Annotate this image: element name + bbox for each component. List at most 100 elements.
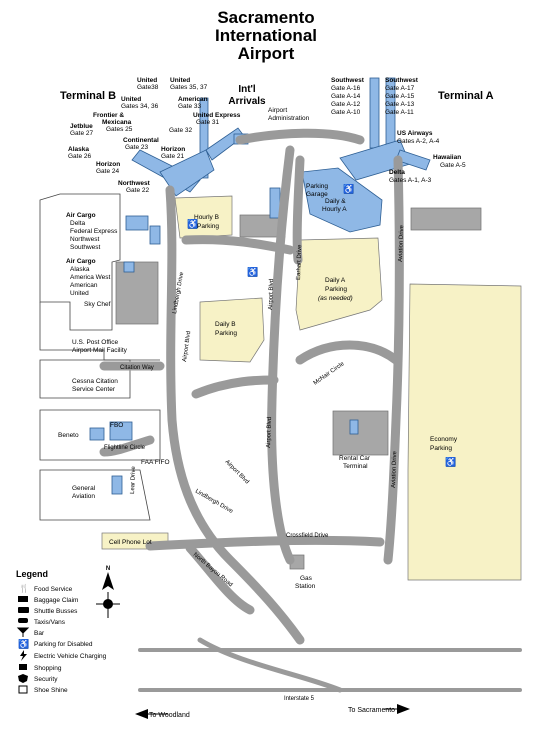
gate-label: Gate 33 xyxy=(178,103,202,110)
gate-label: Gates 25 xyxy=(106,126,133,133)
beneto-outline xyxy=(39,409,161,461)
air-cargo-building-3[interactable] xyxy=(123,261,135,273)
hourly-b-label-1: Hourly B xyxy=(194,214,219,221)
beneto-building[interactable] xyxy=(109,421,133,441)
legend-label: Food Service xyxy=(34,586,73,593)
cargo-airline: America West xyxy=(70,274,111,281)
aviation-drive-road[interactable] xyxy=(383,155,404,565)
rental-car-terminal[interactable] xyxy=(332,410,389,456)
road-label: Aviation Drive xyxy=(398,224,405,262)
earhart-drive-road[interactable] xyxy=(292,155,305,265)
daily-a-parking-lot[interactable] xyxy=(295,237,383,331)
road-network xyxy=(99,128,522,693)
airline-label: United xyxy=(170,77,190,84)
north-bayou-road[interactable] xyxy=(185,543,255,615)
road-label: Lear Drive xyxy=(130,466,137,495)
gate-label: Gate 24 xyxy=(96,168,120,175)
air-cargo-label: Air Cargo xyxy=(66,212,96,219)
admin-label-2: Administration xyxy=(268,115,310,122)
gate-label: Gates 34, 36 xyxy=(121,103,159,110)
airline-label: United xyxy=(121,96,141,103)
legend-title: Legend xyxy=(16,569,48,579)
fbo-building[interactable] xyxy=(89,427,105,441)
compass-north-label: N xyxy=(106,566,110,572)
legend-label: Security xyxy=(34,676,58,683)
gate-label: Gate A-11 xyxy=(385,109,414,116)
road-label: Earhart Drive xyxy=(296,244,303,280)
food-icon: 🍴 xyxy=(19,583,29,593)
legend-label: Shoe Shine xyxy=(34,687,68,694)
parking-garage[interactable] xyxy=(301,167,383,233)
legend-item: Security xyxy=(18,674,58,683)
cessna-label: Service Center xyxy=(72,386,116,393)
legend-label: Shopping xyxy=(34,665,62,672)
disabled-parking-icon: ♿ xyxy=(247,266,258,277)
title-line-3: Airport xyxy=(238,44,295,63)
disabled-parking-icon: ♿ xyxy=(343,183,354,194)
crossfield-drive-road[interactable] xyxy=(145,535,385,551)
gate-label: Gates 35, 37 xyxy=(170,84,208,91)
flightline-circle-road[interactable] xyxy=(99,435,155,457)
economy-parking-lot[interactable] xyxy=(407,283,522,581)
cargo-airline: United xyxy=(70,290,89,297)
post-office-label: U.S. Post Office xyxy=(72,339,119,346)
cargo-airline: Alaska xyxy=(70,266,90,273)
hourly-b-parking-lot[interactable] xyxy=(174,195,233,239)
airline-label: Horizon xyxy=(96,161,120,168)
airline-label: Horizon xyxy=(161,146,185,153)
daily-b-parking-lot[interactable] xyxy=(199,297,265,363)
north-arrow-icon xyxy=(102,572,114,590)
terminal-loop-road[interactable] xyxy=(235,128,365,145)
gate-label: Gate 22 xyxy=(126,187,150,194)
garage-label-2: Garage xyxy=(306,191,328,198)
legend-label: Electric Vehicle Charging xyxy=(34,653,107,660)
gas-station-label: Gas xyxy=(300,575,313,582)
shoeshine-icon xyxy=(18,685,28,694)
air-cargo-building-2[interactable] xyxy=(149,225,161,245)
gate-label: Gate 23 xyxy=(125,144,149,151)
daily-a-label-2: Parking xyxy=(325,286,347,293)
road-label: McNair Circle xyxy=(313,361,346,387)
airline-label: Jetblue xyxy=(70,123,93,130)
legend-label: Bar xyxy=(34,630,45,637)
garage-label-3: Daily & xyxy=(325,198,346,205)
terminal-a-extension xyxy=(410,207,482,231)
disabled-parking-icon: ♿ xyxy=(445,456,456,467)
mcnair-circle-road[interactable] xyxy=(295,340,401,365)
gate-label: Gate A-17 xyxy=(385,85,415,92)
legend-item: Shuttle Busses xyxy=(18,607,78,615)
legend-item: Taxis/Vans xyxy=(18,618,66,626)
road-label: Interstate 5 xyxy=(284,696,315,702)
arrow-right-icon xyxy=(397,704,410,714)
rental-car-label: Rental Car xyxy=(339,455,371,462)
baggage-icon xyxy=(18,596,28,602)
map-title: Sacramento International Airport xyxy=(215,8,317,63)
gate-label: Gate A-15 xyxy=(385,93,415,100)
terminal-a-airlines: Southwest Gate A-16 Gate A-14 Gate A-12 … xyxy=(331,77,466,184)
hourly-b-label-2: Parking xyxy=(197,223,219,230)
lindbergh-drive-road[interactable] xyxy=(165,185,305,645)
gate-label: Gate A-12 xyxy=(331,101,361,108)
legend-item: Baggage Claim xyxy=(18,596,78,604)
gas-station-label: Station xyxy=(295,583,316,590)
road-label: Flightline Circle xyxy=(104,445,146,451)
road-label: Citation Way xyxy=(120,365,154,371)
legend-item: Bar xyxy=(16,627,45,637)
general-aviation-building[interactable] xyxy=(111,475,123,495)
faa-label: FAA FIFO xyxy=(141,459,170,466)
airline-label: Continental xyxy=(123,137,159,144)
terminal-a-complex[interactable] xyxy=(339,77,431,181)
bar-icon xyxy=(16,627,30,637)
gate-label: Gate 32 xyxy=(169,127,193,134)
gate-label: Gate A-14 xyxy=(331,93,361,100)
cargo-airline: Southwest xyxy=(70,244,101,251)
hourly-b-connector[interactable] xyxy=(181,235,295,255)
airport-blvd-road[interactable] xyxy=(267,145,295,565)
interstate-ramp[interactable] xyxy=(197,637,343,693)
title-line-2: International xyxy=(215,26,317,45)
daily-b-connector[interactable] xyxy=(191,375,279,399)
sky-chef-label: Sky Chef xyxy=(84,301,111,308)
airline-label: United Express xyxy=(193,112,241,119)
general-aviation-outline xyxy=(39,469,151,521)
air-cargo-building-1[interactable] xyxy=(125,215,149,231)
